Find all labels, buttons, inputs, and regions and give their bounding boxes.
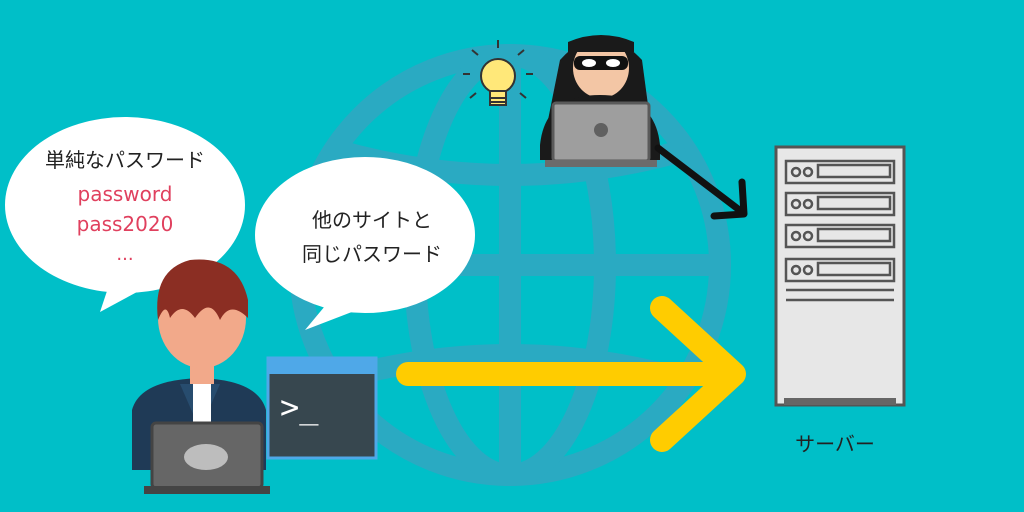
user-laptop-icon: [144, 421, 270, 494]
password-example-ellipsis: ...: [116, 244, 134, 265]
terminal-prompt: >_: [280, 388, 319, 426]
bubble-reuse-line-1: 他のサイトと: [312, 208, 432, 232]
server-rack-icon: [774, 145, 906, 407]
speech-bubble-reused-password: [255, 157, 475, 330]
password-example-2: pass2020: [76, 212, 174, 236]
lightbulb-icon: [463, 40, 533, 106]
hacker-laptop-icon: [545, 101, 657, 167]
login-arrow: [396, 296, 746, 452]
terminal-window-icon: [266, 356, 378, 460]
speech-bubble-simple-password: [5, 117, 245, 312]
bubble-reuse-line-2: 同じパスワード: [302, 242, 442, 266]
password-example-1: password: [77, 182, 173, 206]
bubble-title-simple-password: 単純なパスワード: [45, 148, 205, 172]
attack-arrow: [654, 144, 748, 220]
server-label: サーバー: [795, 432, 875, 456]
